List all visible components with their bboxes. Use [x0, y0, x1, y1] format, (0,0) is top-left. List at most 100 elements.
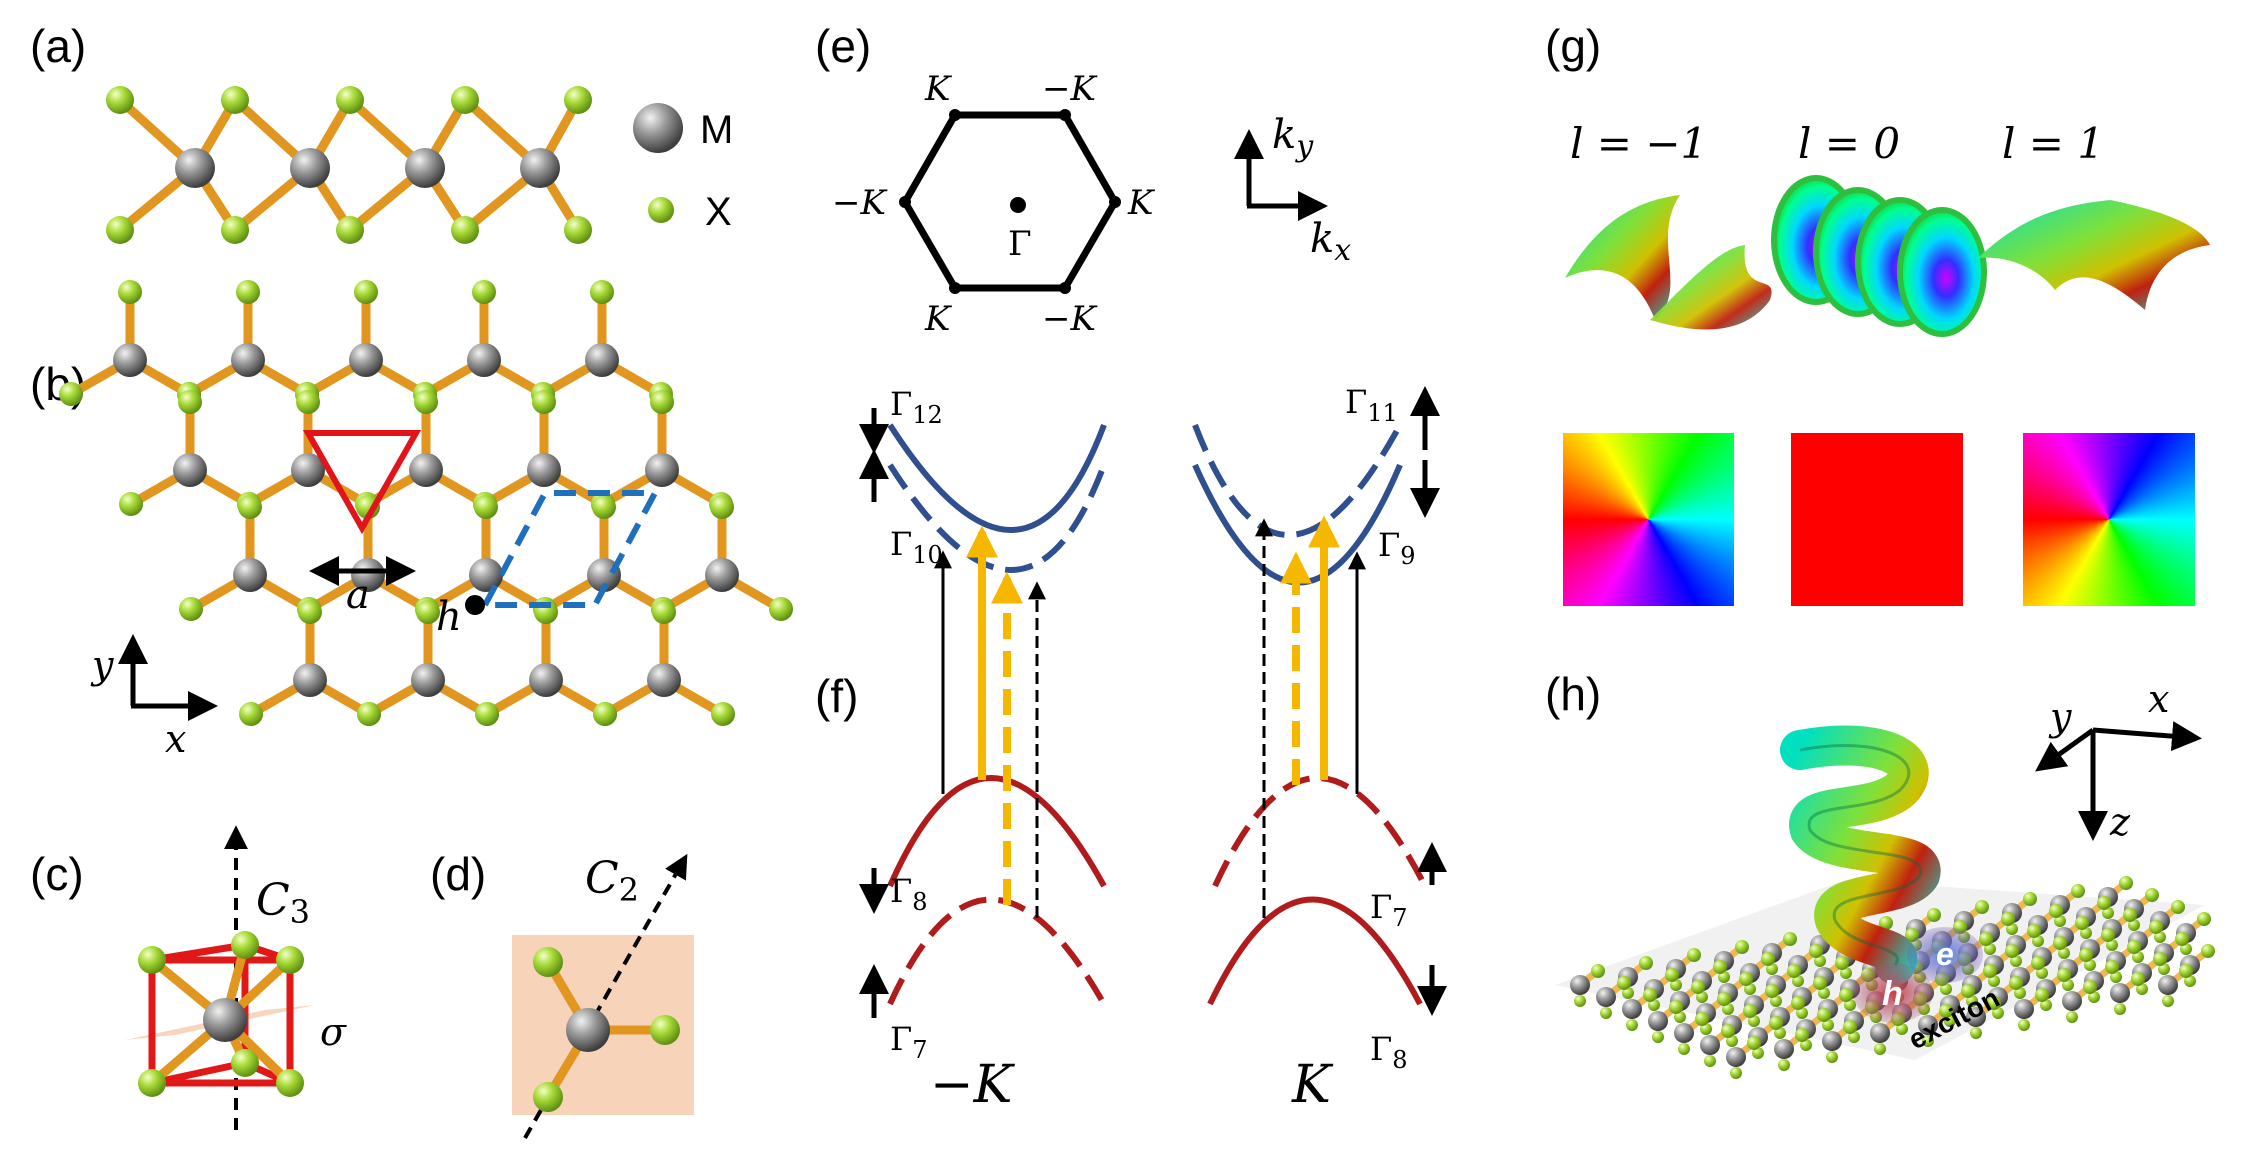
- panel-label-a: (a): [30, 20, 86, 72]
- sheet-chalcogen-atom: [2088, 991, 2100, 1003]
- side-chalcogen-atom: [106, 86, 134, 114]
- sheet-metal-atom: [2062, 991, 2082, 1011]
- gamma12-label: Γ12: [890, 385, 943, 429]
- gamma-point: [1010, 197, 1026, 213]
- bz-k-right: K: [1127, 183, 1156, 223]
- top-chalcogen-atom: [178, 390, 202, 414]
- sheet-chalcogen-atom: [2153, 952, 2167, 966]
- lattice-constant-label: a: [346, 572, 370, 618]
- sheet-chalcogen-atom: [1961, 984, 1975, 998]
- sheet-metal-atom: [2158, 975, 2178, 995]
- top-chalcogen-atom: [239, 702, 263, 726]
- chalcogen-legend-label: X: [705, 190, 732, 234]
- sheet-chalcogen-atom: [2035, 988, 2049, 1002]
- sheet-chalcogen-atom: [2102, 907, 2114, 919]
- sheet-metal-atom: [2014, 999, 2034, 1019]
- sheet-metal-atom: [1822, 1031, 1842, 1051]
- sheet-chalcogen-atom: [2014, 987, 2026, 999]
- sheet-chalcogen-atom: [2179, 964, 2193, 978]
- valence-band-dashed-left: [887, 896, 1107, 1006]
- sheet-chalcogen-atom: [1817, 1008, 1831, 1022]
- sheet-chalcogen-atom: [1730, 1067, 1742, 1079]
- sheet-chalcogen-atom: [2084, 959, 2096, 971]
- sheet-chalcogen-atom: [2062, 979, 2074, 991]
- panel-label-h: (h): [1545, 668, 1601, 720]
- sheet-chalcogen-atom: [1795, 1028, 1809, 1042]
- top-chalcogen-atom: [532, 390, 556, 414]
- top-view-lattice: [59, 280, 793, 726]
- top-chalcogen-atom: [650, 390, 674, 414]
- top-metal-atom: [409, 453, 443, 487]
- valley-label-k: K: [1291, 1055, 1334, 1115]
- sheet-chalcogen-atom: [1940, 983, 1952, 995]
- sheet-chalcogen-atom: [1984, 943, 1996, 955]
- sheet-chalcogen-atom: [2149, 920, 2163, 934]
- sheet-chalcogen-atom: [1966, 995, 1978, 1007]
- axis-y-label-b: y: [90, 643, 114, 687]
- planar-wavefronts-0: [1771, 175, 1987, 337]
- panel-label-c: (c): [30, 848, 84, 900]
- sheet-chalcogen-atom: [2175, 932, 2189, 946]
- top-chalcogen-atom: [119, 492, 143, 516]
- top-metal-atom: [469, 558, 503, 592]
- gamma8-right-label: Γ8: [1370, 1030, 1407, 1074]
- side-view-structure: [106, 86, 592, 244]
- sheet-chalcogen-atom: [2040, 999, 2052, 1011]
- top-metal-atom: [647, 663, 681, 697]
- valley-label-minus-k: −K: [930, 1055, 1016, 1115]
- sheet-metal-atom: [2110, 983, 2130, 1003]
- sheet-metal-atom: [1570, 975, 1590, 995]
- sheet-chalcogen-atom: [1791, 996, 1805, 1010]
- top-metal-atom: [645, 453, 679, 487]
- conduction-band-solid-left: [887, 423, 1107, 533]
- sheet-chalcogen-atom: [1983, 964, 1997, 978]
- metal-legend-label: M: [700, 108, 733, 152]
- sheet-chalcogen-atom: [2049, 904, 2063, 918]
- sheet-chalcogen-atom: [1648, 999, 1660, 1011]
- sheet-chalcogen-atom: [1840, 967, 1852, 979]
- top-chalcogen-atom: [710, 495, 734, 519]
- sheet-chalcogen-atom: [1975, 900, 1989, 914]
- sheet-chalcogen-atom: [1844, 999, 1856, 1011]
- sheet-chalcogen-atom: [1761, 952, 1775, 966]
- sheet-chalcogen-atom: [1652, 1031, 1664, 1043]
- sheet-chalcogen-atom: [2201, 944, 2215, 958]
- sheet-chalcogen-atom: [2036, 967, 2048, 979]
- sheet-chalcogen-atom: [1704, 1055, 1716, 1067]
- sheet-chalcogen-atom: [1970, 1027, 1982, 1039]
- sheet-chalcogen-atom: [1639, 956, 1653, 970]
- sheet-chalcogen-atom: [2066, 1011, 2078, 1023]
- sheet-chalcogen-atom: [1617, 976, 1631, 990]
- top-chalcogen-atom: [769, 597, 793, 621]
- top-metal-atom: [233, 558, 267, 592]
- top-metal-atom: [349, 343, 383, 377]
- sheet-chalcogen-atom: [1809, 944, 1823, 958]
- valley-minus-k-bands: [887, 423, 1107, 1006]
- top-chalcogen-atom: [590, 280, 614, 304]
- sheet-chalcogen-atom: [2009, 976, 2023, 990]
- sheet-metal-atom: [1966, 1007, 1986, 1027]
- sheet-chalcogen-atom: [1695, 1012, 1709, 1026]
- sheet-chalcogen-atom: [1835, 956, 1849, 970]
- top-chalcogen-atom: [475, 702, 499, 726]
- bz-k-bottom-left: K: [924, 299, 953, 339]
- bz-k-top-left: K: [924, 69, 953, 109]
- xyz-axes-h: [2035, 721, 2202, 841]
- sheet-chalcogen-atom: [1678, 1043, 1690, 1055]
- sheet-chalcogen-atom: [2018, 1019, 2030, 1031]
- sheet-chalcogen-atom: [1988, 975, 2000, 987]
- sheet-chalcogen-atom: [2158, 963, 2170, 975]
- phase-map-0: [1791, 433, 1963, 606]
- bz-gamma-label: Γ: [1008, 224, 1032, 264]
- top-chalcogen-atom: [236, 280, 260, 304]
- sheet-chalcogen-atom: [1987, 996, 2001, 1010]
- sheet-chalcogen-atom: [2131, 972, 2145, 986]
- sheet-chalcogen-atom: [1927, 908, 1941, 922]
- c2-rotation-diagram: [512, 853, 694, 1139]
- sheet-chalcogen-atom: [1944, 1015, 1956, 1027]
- side-chalcogen-atom: [221, 86, 249, 114]
- vortex-beam: [1780, 725, 1941, 985]
- sheet-chalcogen-atom: [1843, 1020, 1857, 1034]
- valence-band-dashed-right: [1212, 775, 1428, 888]
- sheet-chalcogen-atom: [1718, 971, 1730, 983]
